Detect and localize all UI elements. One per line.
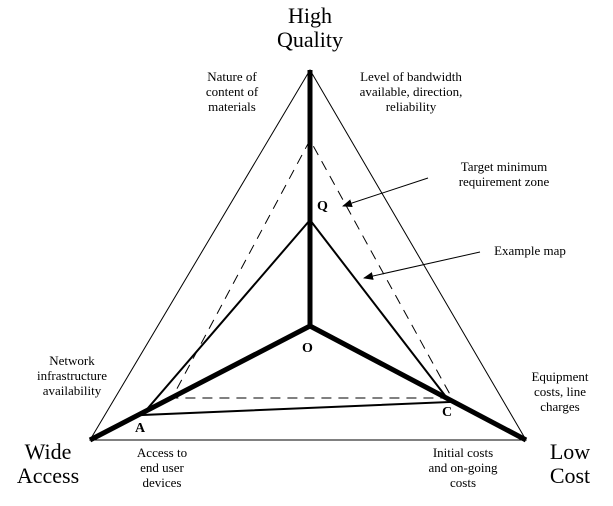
label-target-zone: Target minimum requirement zone	[458, 159, 550, 189]
example-map-triangle	[139, 218, 452, 417]
label-bandwidth: Level of bandwidth available, direction,…	[359, 69, 463, 114]
target-zone-arrow	[342, 177, 429, 207]
label-equipment-costs: Equipment costs, line charges	[531, 369, 589, 414]
vertex-wide-access: Wide Access	[16, 439, 80, 489]
point-o: O	[302, 341, 313, 356]
axis-access	[88, 323, 312, 443]
label-nature-of-content: Nature of content of materials	[205, 69, 259, 114]
vertex-low-cost: Low Cost	[549, 439, 591, 489]
outer-triangle	[89, 69, 527, 441]
label-example-map: Example map	[494, 243, 566, 258]
vertex-high-quality: High Quality	[277, 3, 343, 53]
label-network-infrastructure: Network infrastructure availability	[36, 353, 108, 398]
point-c: C	[442, 405, 453, 420]
point-a: A	[135, 421, 146, 436]
target-zone-dashed	[171, 138, 453, 399]
label-access-devices: Access to end user devices	[136, 445, 188, 490]
example-map-arrow	[363, 251, 481, 280]
point-q: Q	[317, 199, 328, 214]
label-initial-costs: Initial costs and on-going costs	[428, 445, 498, 490]
axis-cost	[308, 323, 528, 443]
